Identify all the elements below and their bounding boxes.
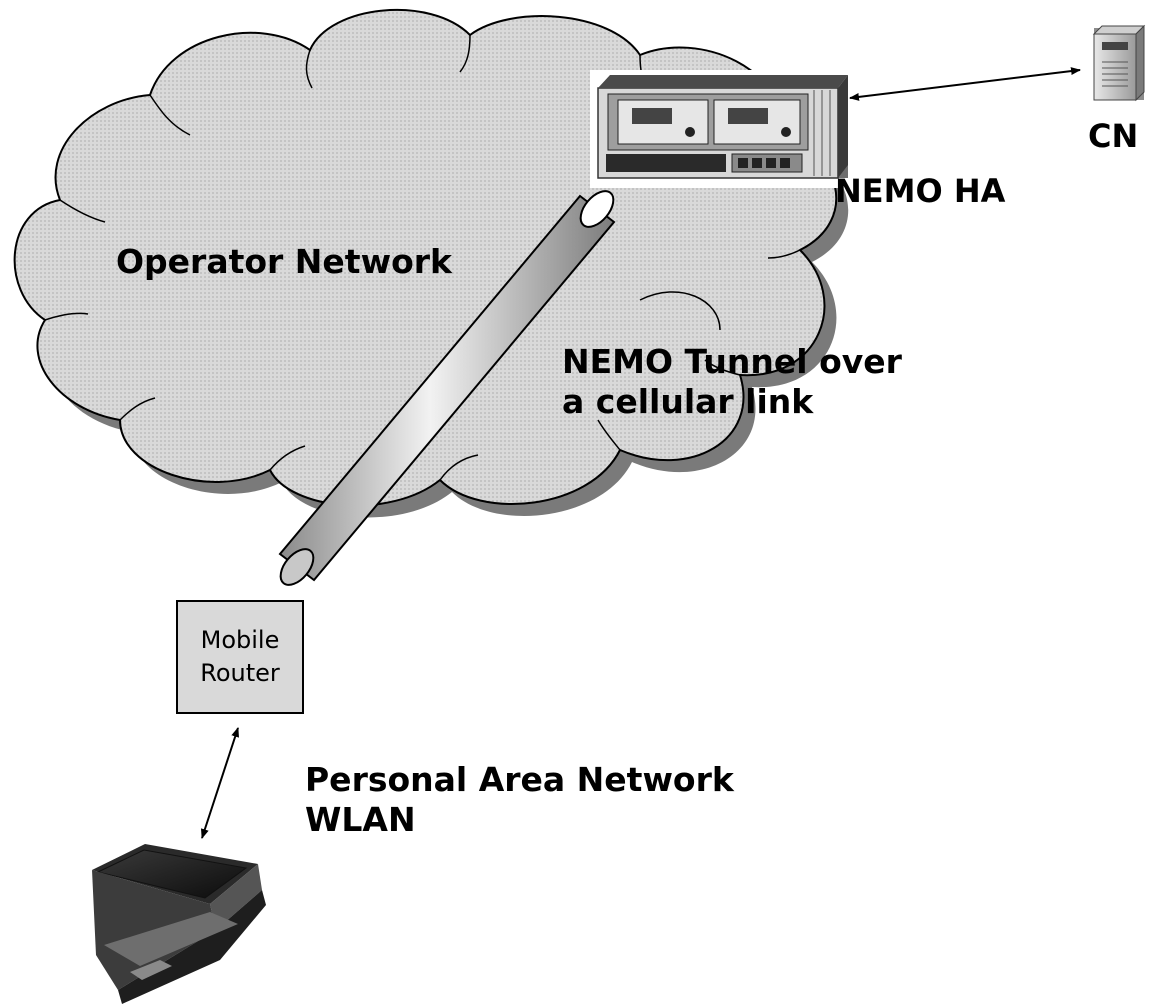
server-icon	[1092, 24, 1146, 102]
pan-label-line2: WLAN	[305, 800, 416, 839]
operator-network-label: Operator Network	[116, 242, 452, 281]
wlan-link-arrow	[200, 727, 240, 839]
laptop-icon	[92, 844, 266, 1004]
nemo-ha-label: NEMO HA	[835, 172, 1006, 210]
router-rack-icon	[590, 70, 848, 188]
pan-label-line1: Personal Area Network	[305, 760, 734, 799]
mobile-router-line1: Mobile	[200, 626, 280, 654]
pan-label: Personal Area Network WLAN	[305, 760, 734, 840]
mobile-router-box: Mobile Router	[176, 600, 304, 714]
ha-cn-link-arrow	[849, 67, 1081, 101]
tunnel-label: NEMO Tunnel over a cellular link	[562, 342, 902, 422]
tunnel-label-line1: NEMO Tunnel over	[562, 342, 902, 381]
tunnel-pipe-icon	[278, 190, 616, 586]
cn-label: CN	[1088, 117, 1139, 155]
tunnel-label-line2: a cellular link	[562, 382, 814, 421]
mobile-router-line2: Router	[200, 659, 280, 687]
